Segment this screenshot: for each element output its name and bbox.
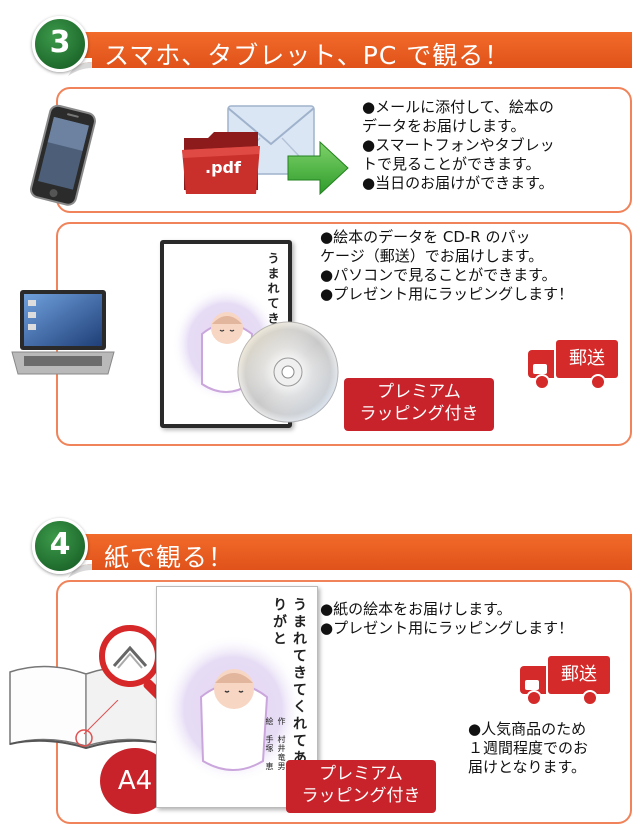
shipping-label: 郵送 [556,340,618,378]
premium-label-line: ラッピング付き [359,404,479,424]
digital-bullet-line: ●スマートフォンやタブレッ [362,136,555,154]
digital-bullet-line: ●メールに添付して、絵本の [362,98,554,116]
paper-book-credit: 作 村井竜男 [277,717,286,771]
shipping-truck-icon: 郵送 [520,656,612,706]
premium-wrapping-label: プレミアム ラッピング付き [286,760,436,813]
cd-bullets: ●絵本のデータを CD-R のパッ ケージ（郵送）でお届けします。 ●パソコンで… [320,228,573,304]
premium-label-line: プレミアム [319,764,403,784]
section3-title: スマホ、タブレット、PC で観る！ [104,41,511,70]
paper-bullet-line: ●紙の絵本をお届けします。 [320,600,512,618]
section4-number-badge: 4 [32,518,88,574]
baby-illustration-icon [163,635,303,783]
section4-header-bar [58,534,632,570]
delivery-notice: ●人気商品のため １週間程度でのお 届けとなります。 [468,720,588,777]
paper-bullet-line: ●プレゼント用にラッピングします！ [320,619,574,637]
premium-label-line: ラッピング付き [301,786,421,806]
smartphone-icon [29,104,96,206]
paper-book-credit: 絵 手塚 恵 [265,717,274,771]
digital-bullet-line: データをお届けします。 [362,117,526,135]
premium-label-line: プレミアム [377,382,461,402]
cd-disc-icon [237,321,339,423]
cd-bullet-line: ケージ（郵送）でお届けします。 [320,247,544,265]
notice-line: 届けとなります。 [468,758,587,776]
section4-title: 紙で観る！ [104,543,235,572]
section3-header: 3 スマホ、タブレット、PC で観る！ [0,10,640,80]
digital-bullet-line: トで見ることができます。 [362,155,541,173]
paper-bullets: ●紙の絵本をお届けします。 ●プレゼント用にラッピングします！ [320,600,573,638]
pdf-label: .pdf [205,158,241,177]
section3-header-bar [58,32,632,68]
section3-number: 3 [49,25,71,60]
notice-line: １週間程度でのお [468,739,589,757]
arrow-right-icon [287,140,349,196]
shipping-label: 郵送 [548,656,610,694]
zoom-guide-lines [75,700,119,747]
laptop-icon [11,290,115,375]
cd-bullet-line: ●プレゼント用にラッピングします！ [320,285,574,303]
pdf-folder-icon [182,132,260,194]
cd-bullet-line: ●絵本のデータを CD-R のパッ [320,228,531,246]
premium-wrapping-label: プレミアム ラッピング付き [344,378,494,431]
paper-book-title: うまれてきてくれてありがと [271,597,307,767]
shipping-truck-icon: 郵送 [528,340,620,390]
digital-delivery-card [56,87,632,213]
paper-book-cover: うまれてきてくれてありがと 作 村井竜男 絵 手塚 恵 [156,586,318,808]
section4-header: 4 紙で観る！ [0,512,640,582]
section4-number: 4 [49,527,71,562]
digital-bullet-line: ●当日のお届けができます。 [362,174,554,192]
cd-bullet-line: ●パソコンで見ることができます。 [320,266,557,284]
section3-number-badge: 3 [32,16,88,72]
digital-bullets: ●メールに添付して、絵本の データをお届けします。 ●スマートフォンやタブレッ … [362,98,555,193]
notice-line: ●人気商品のため [468,720,587,738]
